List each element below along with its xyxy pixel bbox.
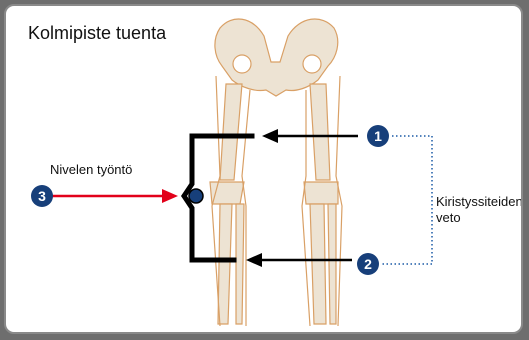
svg-text:2: 2 (364, 256, 372, 272)
tension-link-dotted (382, 136, 432, 264)
marker-2: 2 (357, 253, 379, 275)
joint-point-icon (189, 189, 203, 203)
svg-text:3: 3 (38, 188, 46, 204)
leg-bones-icon (210, 84, 338, 324)
diagram-panel: Kolmipiste tuenta (4, 4, 523, 334)
joint-push-label: Nivelen työntö (50, 162, 132, 178)
svg-text:1: 1 (374, 128, 382, 144)
marker-1: 1 (367, 125, 389, 147)
tension-label-line1: Kiristyssiteiden (436, 194, 523, 210)
push-arrow (50, 189, 178, 203)
marker-3: 3 (31, 185, 53, 207)
tension-label-line2: veto (436, 210, 461, 226)
